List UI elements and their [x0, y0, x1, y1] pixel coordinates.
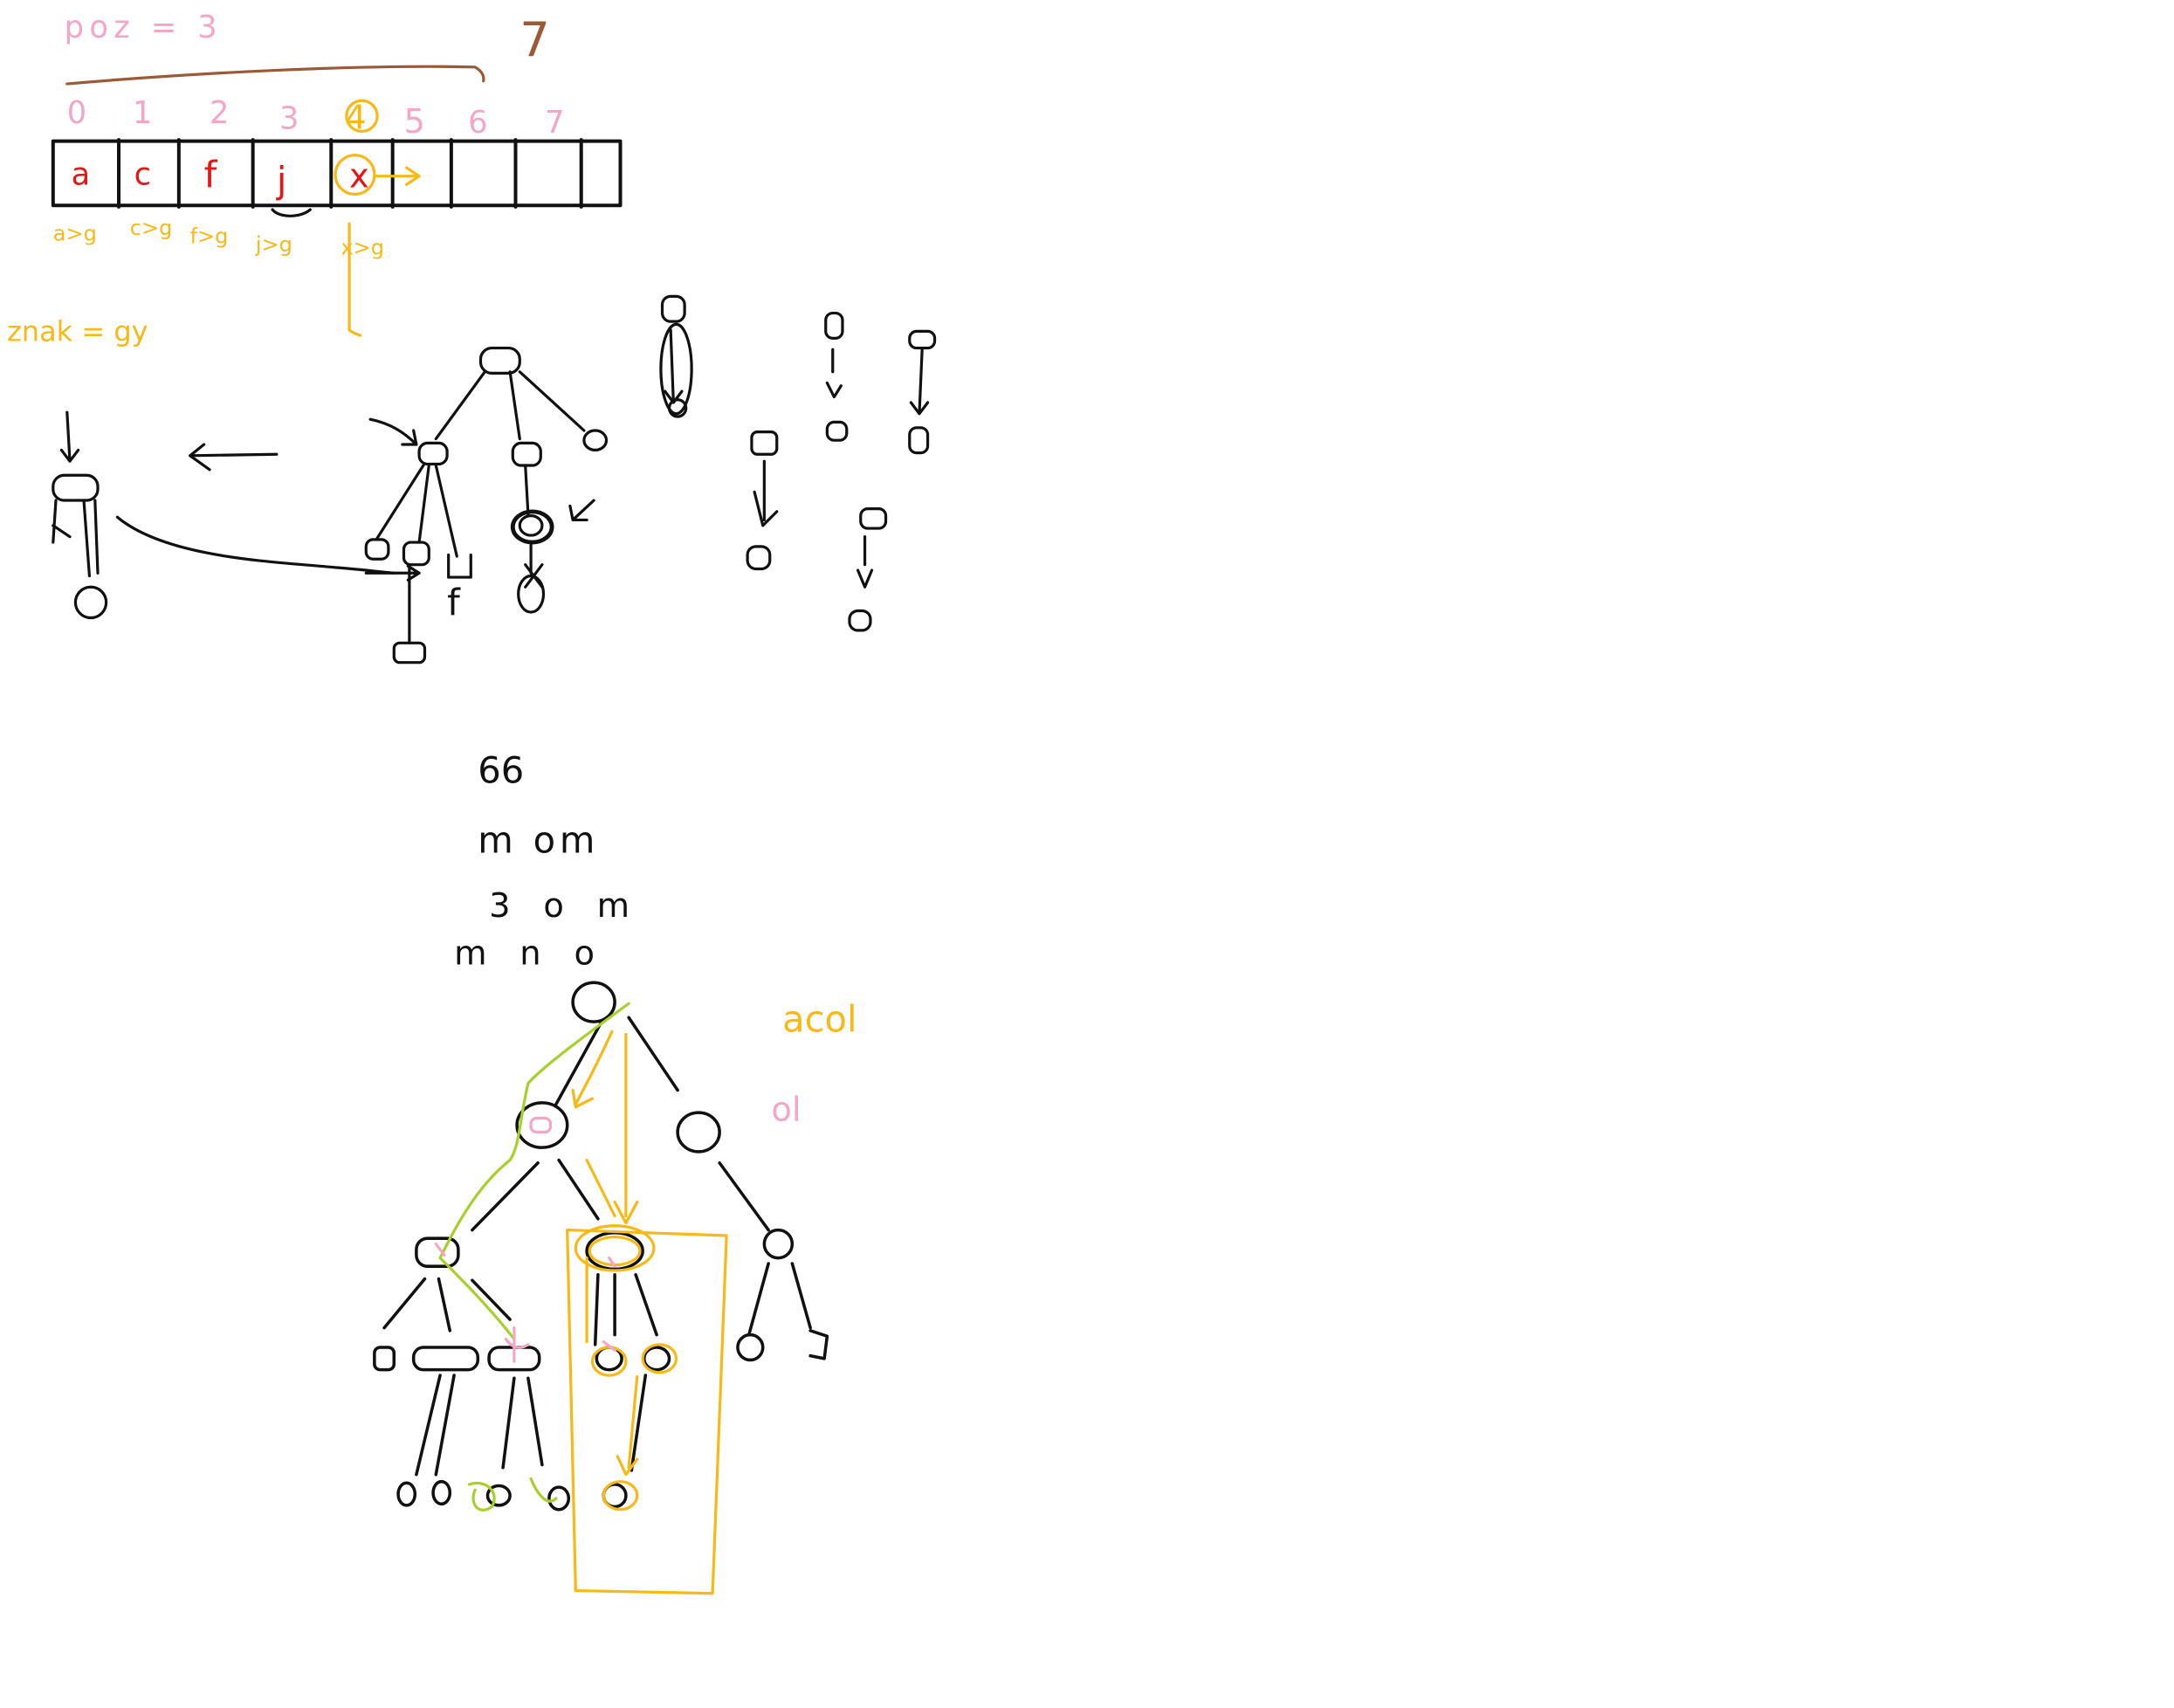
under-note: a>g — [53, 221, 97, 245]
index-label: 6 — [468, 105, 487, 141]
index-label: 7 — [545, 105, 564, 141]
under-note: x>g — [341, 235, 384, 259]
index-label: 3 — [279, 100, 299, 136]
under-note: f>g — [190, 224, 229, 249]
array-grid — [51, 138, 623, 209]
array-indices: 0 1 2 3 4 5 6 7 — [67, 95, 565, 141]
ol-note: ol — [771, 1091, 801, 1130]
pointer-line — [347, 222, 362, 337]
array-cell: x — [349, 156, 369, 196]
scribble-line: 3 o m — [489, 886, 641, 926]
f-label: f — [447, 581, 461, 623]
scribble-line: m om — [478, 818, 599, 861]
seven-note: 7 — [519, 11, 550, 67]
array-cell: c — [134, 156, 151, 192]
scribble-line: 66 — [478, 748, 524, 791]
upper-tree — [364, 346, 609, 665]
orange-path — [566, 1030, 728, 1595]
cell-arrow — [373, 166, 421, 186]
brace-line — [65, 65, 485, 86]
acol-note: acol — [782, 997, 857, 1040]
znak-note: znak = gy — [7, 315, 148, 348]
scribble-line: m n o — [454, 933, 606, 973]
under-note: c>g — [130, 216, 173, 240]
index-highlight-circle — [345, 99, 379, 134]
left-small-tree — [52, 410, 396, 620]
pink-marks — [434, 1116, 616, 1363]
underline-stroke — [271, 208, 312, 217]
array-under-notes: a>g c>g f>g j>g x>g — [53, 216, 384, 259]
index-label: 1 — [133, 95, 152, 131]
array-cell: a — [72, 156, 91, 192]
array-cell: j — [276, 159, 287, 202]
array-values: a c f j x — [72, 153, 369, 201]
index-label: 5 — [403, 102, 424, 141]
right-chains — [659, 294, 937, 632]
poz-note: poz = 3 — [65, 10, 223, 45]
index-label: 0 — [67, 95, 86, 131]
index-label: 2 — [210, 95, 229, 131]
array-cell: f — [204, 153, 218, 196]
green-path — [438, 1002, 630, 1512]
under-note: j>g — [255, 232, 292, 257]
lower-tree — [373, 981, 829, 1512]
